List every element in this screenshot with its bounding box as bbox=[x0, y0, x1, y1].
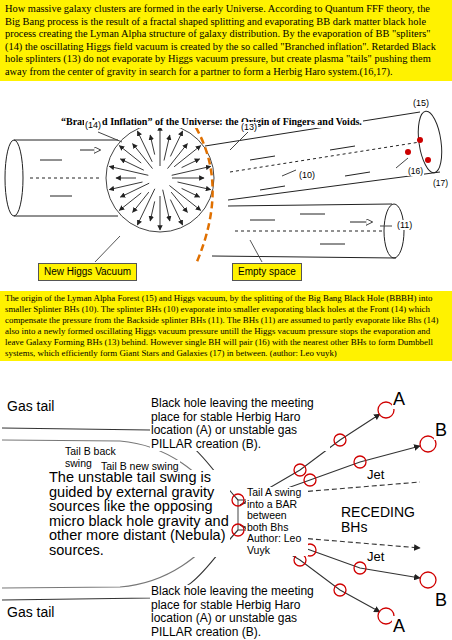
tail-label: Gas tail bbox=[6, 604, 55, 620]
receding-label: RECEDING BHs bbox=[340, 505, 412, 535]
evaporation-ray bbox=[164, 135, 170, 160]
callout-number: (17) bbox=[432, 178, 449, 188]
region-label: Empty space bbox=[232, 263, 302, 281]
evaporation-ray bbox=[172, 166, 211, 175]
note-text: The unstable tail swing is guided by ext… bbox=[48, 470, 230, 557]
figure-heading: “Branched Inflation” of the Universe: th… bbox=[60, 116, 363, 128]
tube-axis bbox=[235, 231, 384, 232]
callout-number: (10) bbox=[298, 170, 316, 180]
note-text: Black hole leaving the meeting place for… bbox=[150, 397, 330, 451]
tube-end bbox=[415, 110, 445, 174]
evaporation-ray bbox=[182, 188, 200, 197]
swing-label: Tail B new swing bbox=[100, 460, 180, 472]
jet-label: Jet bbox=[366, 468, 385, 482]
location-letter: A bbox=[392, 616, 406, 636]
evaporation-ray bbox=[109, 182, 142, 190]
intro-panel: How massive galaxy clusters are formed i… bbox=[0, 0, 452, 81]
tail-label: Gas tail bbox=[6, 398, 55, 414]
location-letter: B bbox=[434, 590, 448, 610]
callout-number: (15) bbox=[412, 98, 430, 108]
jet-label: Jet bbox=[366, 550, 385, 564]
evaporation-ray bbox=[120, 183, 149, 197]
node-text: Empty space bbox=[238, 266, 296, 278]
leader-line bbox=[98, 132, 408, 226]
inflation-front bbox=[190, 118, 213, 264]
evaporation-ray bbox=[150, 201, 155, 221]
tube-axis bbox=[230, 142, 420, 172]
node-text: How massive galaxy clusters are formed i… bbox=[5, 3, 447, 78]
leader-line bbox=[95, 236, 262, 262]
tube-end bbox=[384, 204, 404, 258]
tube-arrows bbox=[250, 146, 372, 244]
evaporation-ray bbox=[182, 159, 200, 168]
tube-arrows bbox=[40, 150, 100, 196]
evaporation-ray bbox=[172, 178, 204, 179]
evaporation-ray bbox=[119, 146, 141, 163]
evaporation-ray bbox=[160, 196, 161, 230]
evaporation-ray bbox=[116, 178, 136, 179]
callout-number: (14) bbox=[84, 120, 102, 130]
evaporation-ray bbox=[150, 135, 155, 155]
evaporation-ray bbox=[109, 166, 148, 175]
callout-number: (13) bbox=[240, 122, 258, 132]
left-tube bbox=[14, 140, 118, 216]
tube-axis bbox=[30, 178, 100, 179]
evaporation-ray bbox=[171, 192, 187, 212]
lower-tube bbox=[212, 204, 396, 258]
evaporation-ray bbox=[133, 192, 149, 212]
evaporation-ray bbox=[160, 126, 161, 166]
note-text: Black hole leaving the meeting place for… bbox=[150, 585, 330, 639]
evaporation-ray bbox=[120, 159, 143, 170]
evaporation-ray bbox=[174, 146, 201, 167]
node-text: New Higgs Vacuum bbox=[44, 266, 131, 278]
explanation-panel: The origin of the Lyman Alpha Forest (15… bbox=[0, 291, 452, 361]
evaporation-ray bbox=[170, 200, 182, 225]
big-bang-sphere bbox=[106, 124, 214, 232]
tube-end bbox=[5, 140, 23, 216]
location-letter: B bbox=[434, 420, 448, 440]
evaporation-ray bbox=[168, 144, 188, 169]
location-letter: A bbox=[392, 389, 406, 409]
node-text: The origin of the Lyman Alpha Forest (15… bbox=[5, 293, 447, 359]
region-label: New Higgs Vacuum bbox=[38, 263, 137, 281]
callout-number: (16) bbox=[407, 166, 424, 176]
evaporation-ray bbox=[163, 190, 170, 221]
bar-label: Tail A swing into a BAR between both Bhs… bbox=[246, 487, 308, 556]
jet bbox=[300, 482, 420, 548]
callout-number: (11) bbox=[396, 220, 413, 230]
